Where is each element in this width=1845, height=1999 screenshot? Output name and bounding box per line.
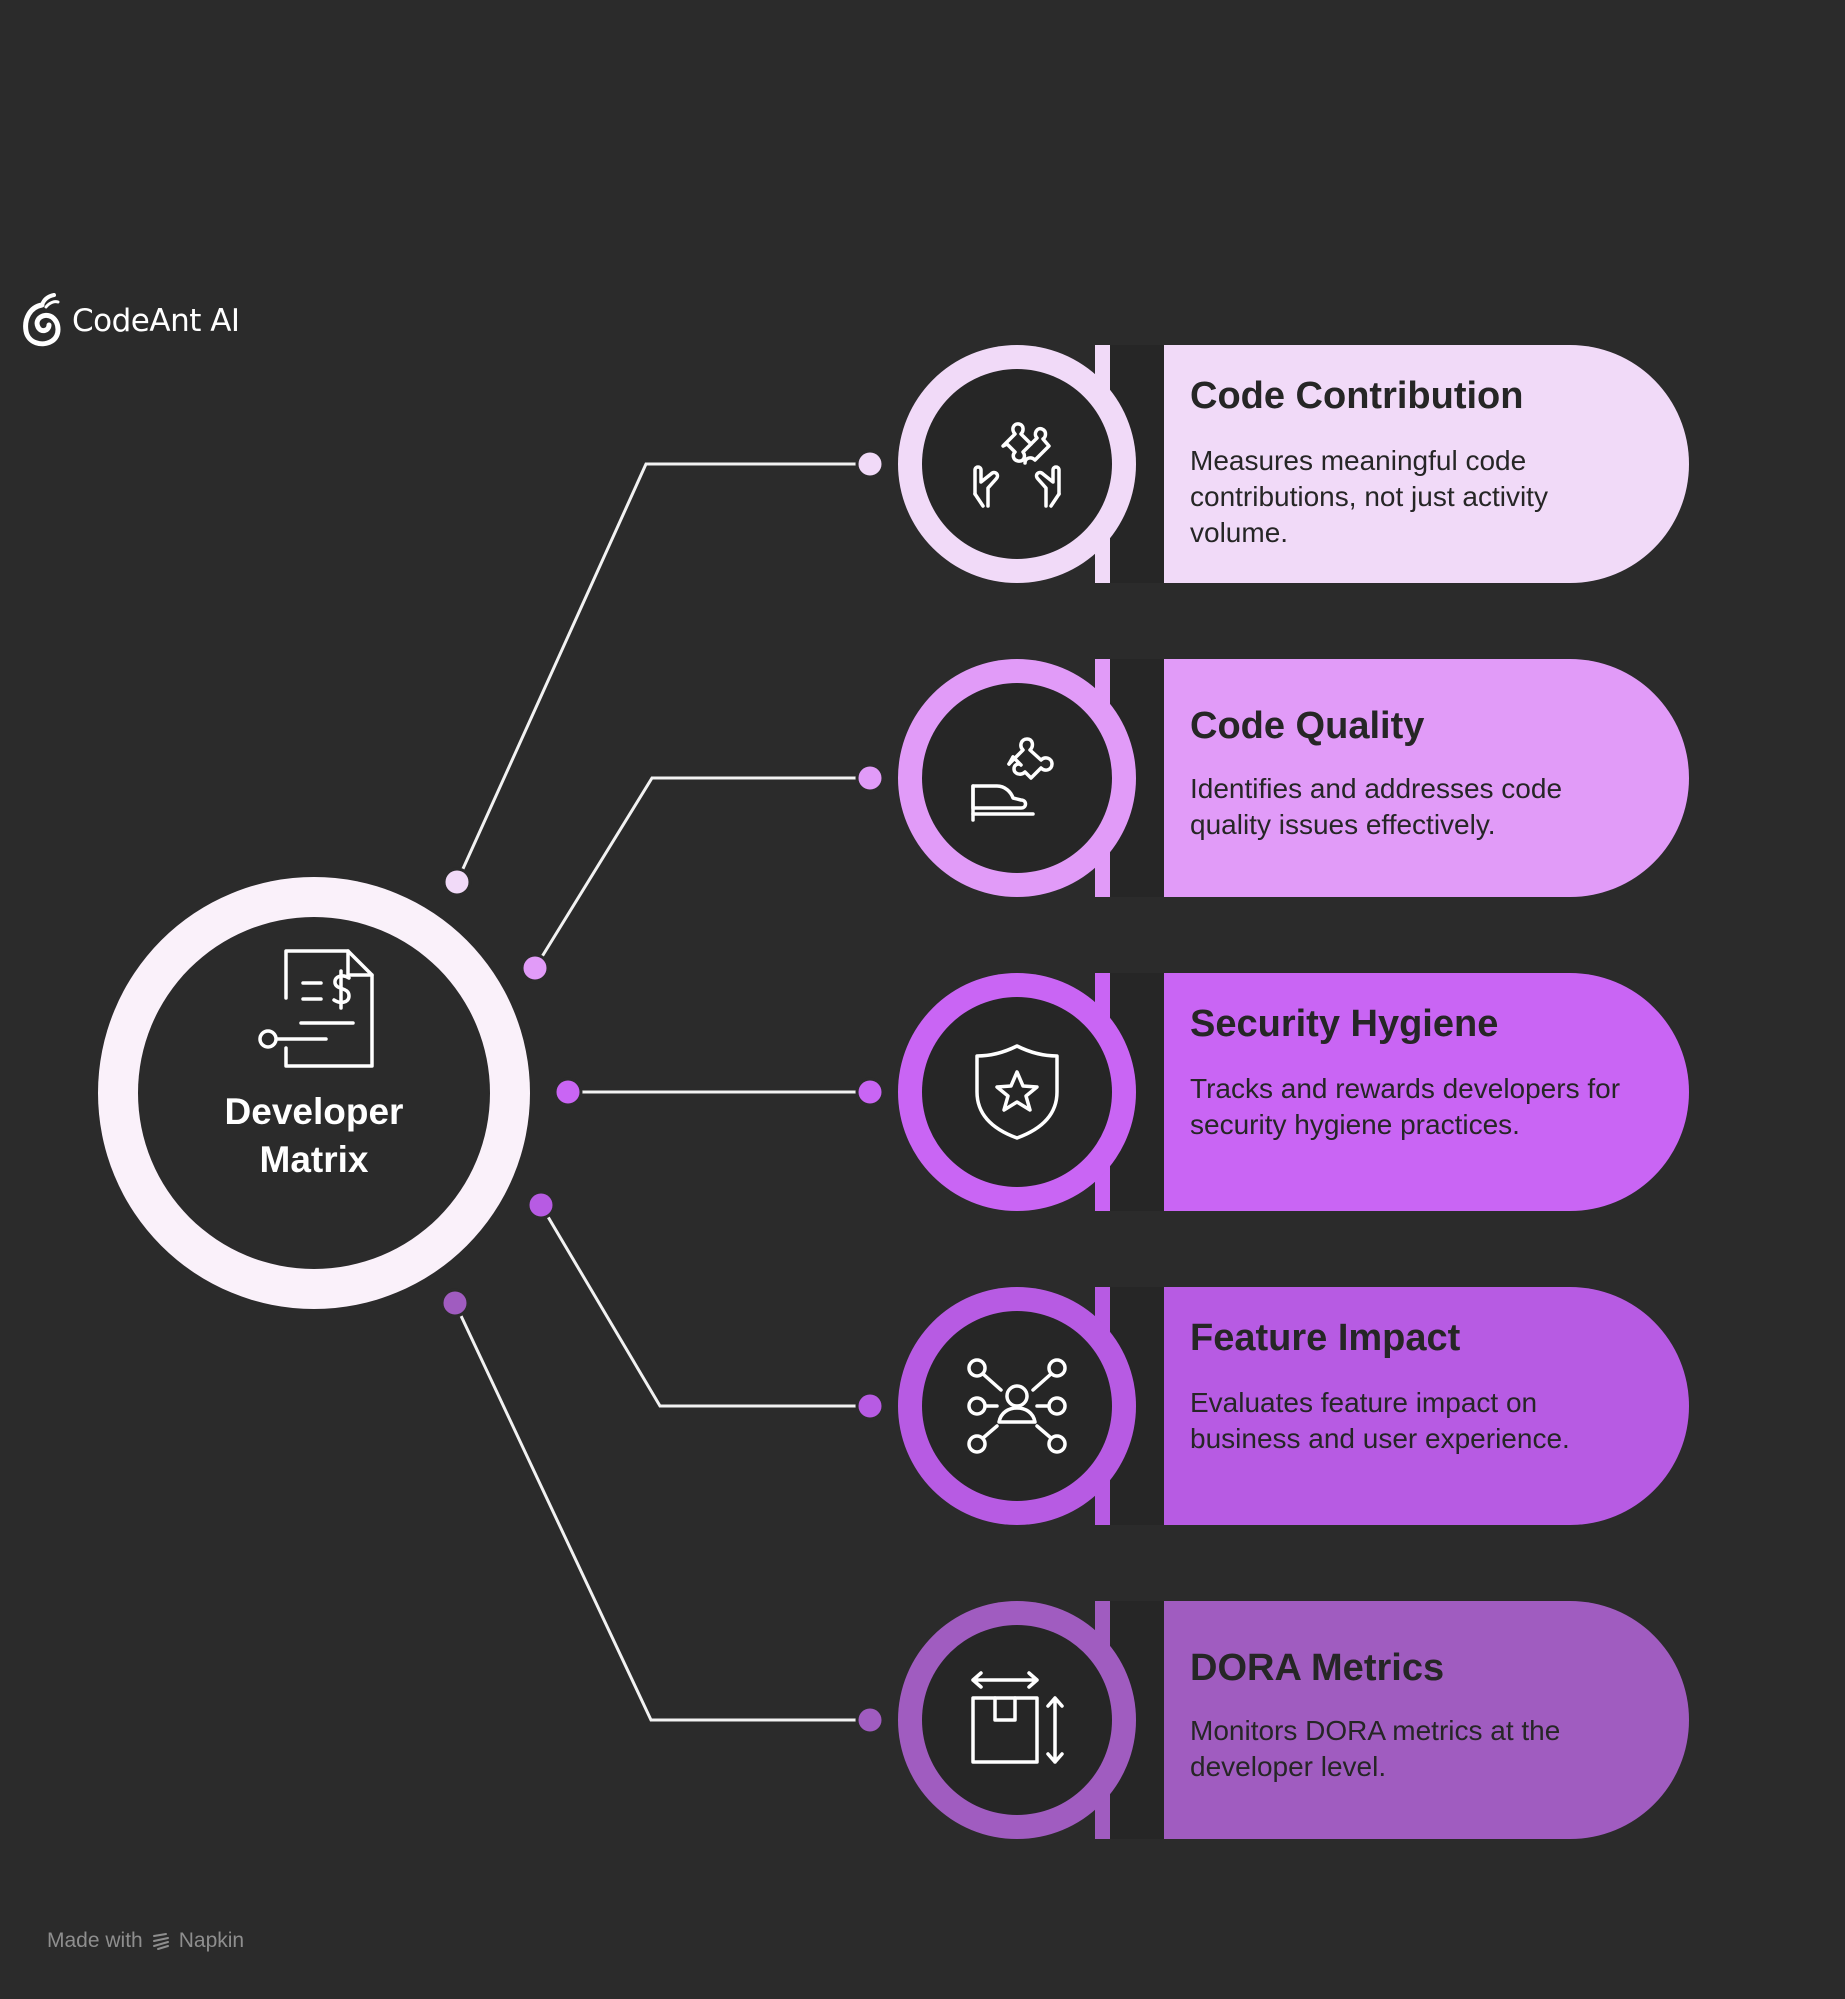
user-network-icon [967,1358,1067,1454]
card-title: Security Hygiene [1190,1003,1499,1045]
connector-dot-hub-2 [520,953,550,983]
connector-dot-hub-1 [442,867,472,897]
connector-dot-hub-4 [526,1190,556,1220]
card-title: Feature Impact [1190,1317,1461,1359]
footer-attribution: Made with Napkin [47,1929,244,1953]
connector-4 [539,1204,870,1408]
card-description: Tracks and rewards developers for securi… [1190,1073,1621,1140]
footer-tool: Napkin [178,1929,245,1952]
napkin-icon [152,1933,169,1950]
hub-core [138,917,490,1269]
card-title: Code Quality [1190,705,1425,747]
hands-puzzle-icon [973,422,1061,508]
card-description: Measures meaningful code contributions, … [1190,445,1548,548]
hub-title-line1: Developer [224,1091,404,1132]
connector-dot-card-1 [855,449,885,479]
hub-title: Developer Matrix [138,1088,490,1184]
brand-logo: CodeAnt AI [22,292,240,350]
node-core-5 [922,1625,1112,1815]
card-description: Monitors DORA metrics at the developer l… [1190,1715,1561,1782]
invoice-document-icon [258,949,374,1068]
card-code-quality: Code Quality Identifies and addresses co… [1095,659,1689,897]
box-dimensions-icon [971,1671,1064,1764]
shield-star-icon [975,1044,1059,1140]
connector-dot-card-2 [855,763,885,793]
brand-name: CodeAnt AI [72,303,240,339]
card-description: Identifies and addresses code quality is… [1190,773,1563,840]
node-core-1 [922,369,1112,559]
connector-dot-hub-3 [553,1077,583,1107]
connector-dot-hub-5 [440,1288,470,1318]
connector-dot-card-5 [855,1705,885,1735]
card-security-hygiene: Security Hygiene Tracks and rewards deve… [1095,973,1689,1211]
hub-title-line2: Matrix [259,1139,369,1180]
card-dora-metrics: DORA Metrics Monitors DORA metrics at th… [1095,1601,1689,1839]
node-core-3 [922,997,1112,1187]
connector-2 [533,776,870,969]
card-description: Evaluates feature impact on business and… [1190,1387,1570,1454]
node-core-2 [922,683,1112,873]
footer-prefix: Made with [47,1929,143,1952]
connector-dot-card-4 [855,1391,885,1421]
connector-5 [453,1302,870,1722]
hand-puzzle-icon [971,737,1054,822]
codeant-logo-icon [23,293,61,347]
card-feature-impact: Feature Impact Evaluates feature impact … [1095,1287,1689,1525]
card-code-contribution: Code Contribution Measures meaningful co… [1095,345,1689,583]
card-title: Code Contribution [1190,375,1524,417]
card-title: DORA Metrics [1190,1647,1445,1689]
connector-dot-card-3 [855,1077,885,1107]
connector-1 [455,462,870,883]
